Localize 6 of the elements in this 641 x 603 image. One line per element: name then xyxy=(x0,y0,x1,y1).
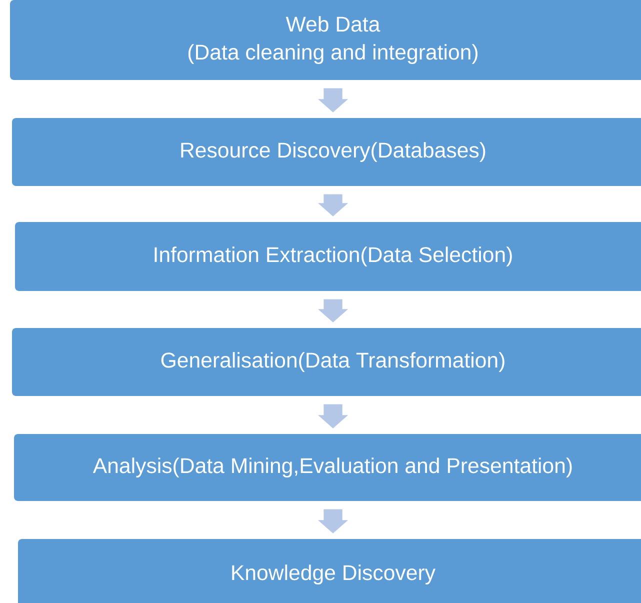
process-box: Knowledge Discovery xyxy=(18,539,641,603)
process-box: Web Data (Data cleaning and integration) xyxy=(10,0,641,80)
process-box: Information Extraction(Data Selection) xyxy=(15,222,641,291)
process-box: Generalisation(Data Transformation) xyxy=(12,328,641,396)
process-box: Resource Discovery(Databases) xyxy=(12,118,641,186)
process-box: Analysis(Data Mining,Evaluation and Presentation) xyxy=(14,434,641,501)
